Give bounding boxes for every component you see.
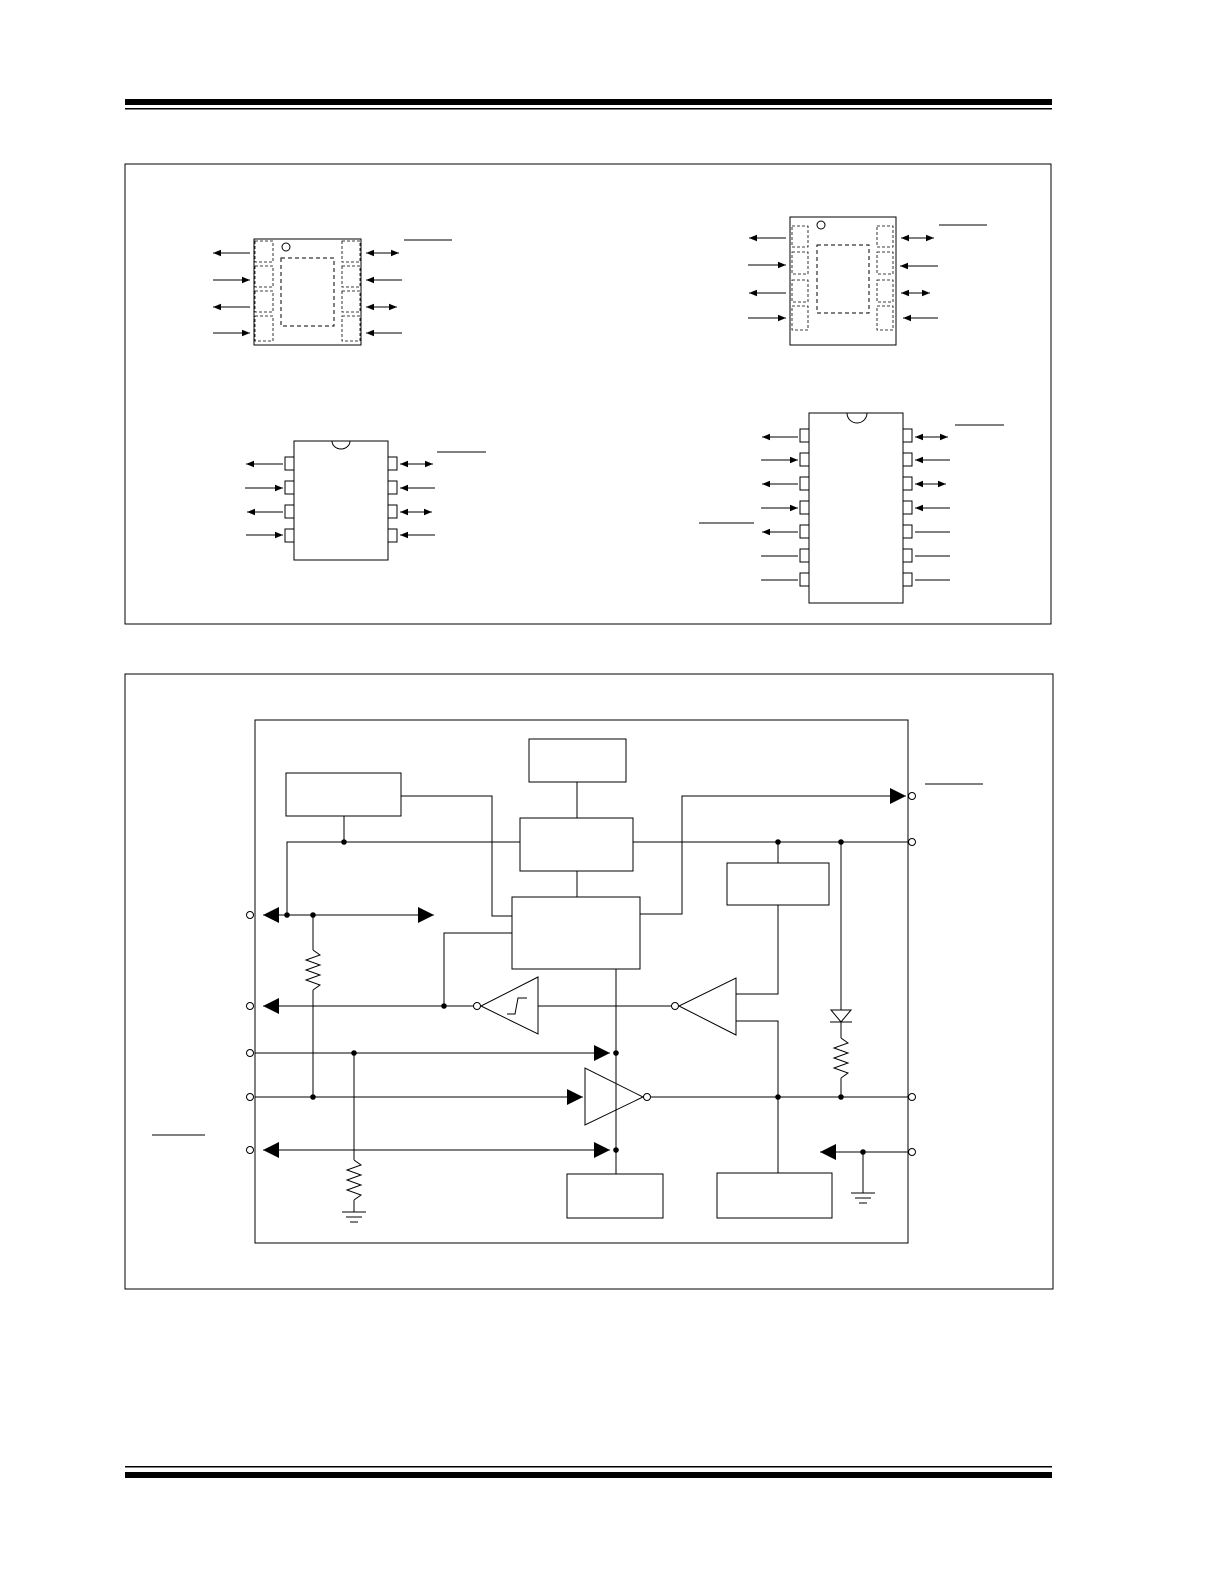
- dfn-8-package: [213, 238, 452, 346]
- block-top-left: [285, 772, 402, 817]
- block-bottom-right: [716, 1172, 833, 1219]
- junction-dots: [284, 839, 866, 1155]
- ground-symbols: [342, 1192, 875, 1223]
- output-driver: [584, 1067, 651, 1126]
- block-reference: [726, 862, 830, 906]
- block-logic: [511, 896, 641, 970]
- block-bottom-center: [566, 1173, 664, 1219]
- package-pinout-figure: [124, 163, 1052, 625]
- pin-terminals: [246, 792, 916, 1156]
- function-blocks: [285, 738, 833, 1219]
- diode: [829, 1009, 853, 1023]
- block-control: [519, 817, 634, 872]
- dfn-10-package: [748, 216, 987, 346]
- block-diagram-figure: [124, 673, 1054, 1290]
- comparator: [671, 977, 737, 1036]
- wiring: [152, 782, 983, 1212]
- block-top-center: [528, 738, 627, 783]
- pdip-soic-14-package: [699, 412, 1004, 604]
- footer-rule: [125, 1466, 1052, 1478]
- header-rule: [125, 99, 1052, 110]
- schmitt-trigger-buffer: [473, 976, 539, 1035]
- pdip-soic-8-package: [245, 440, 486, 561]
